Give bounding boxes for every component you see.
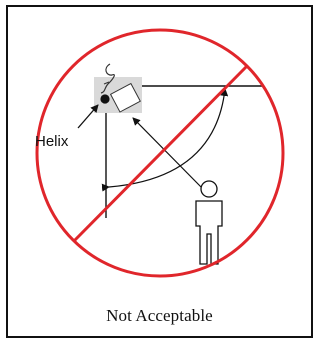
- no-symbol-icon: [35, 28, 285, 278]
- figure-caption: Not Acceptable: [106, 306, 213, 325]
- person-outline-icon: [195, 180, 223, 265]
- helix-label: Helix: [35, 133, 69, 150]
- helix-device-icon: [94, 63, 142, 113]
- helix-pointer-arrow: [77, 104, 99, 129]
- sightline-arrow: [132, 117, 204, 190]
